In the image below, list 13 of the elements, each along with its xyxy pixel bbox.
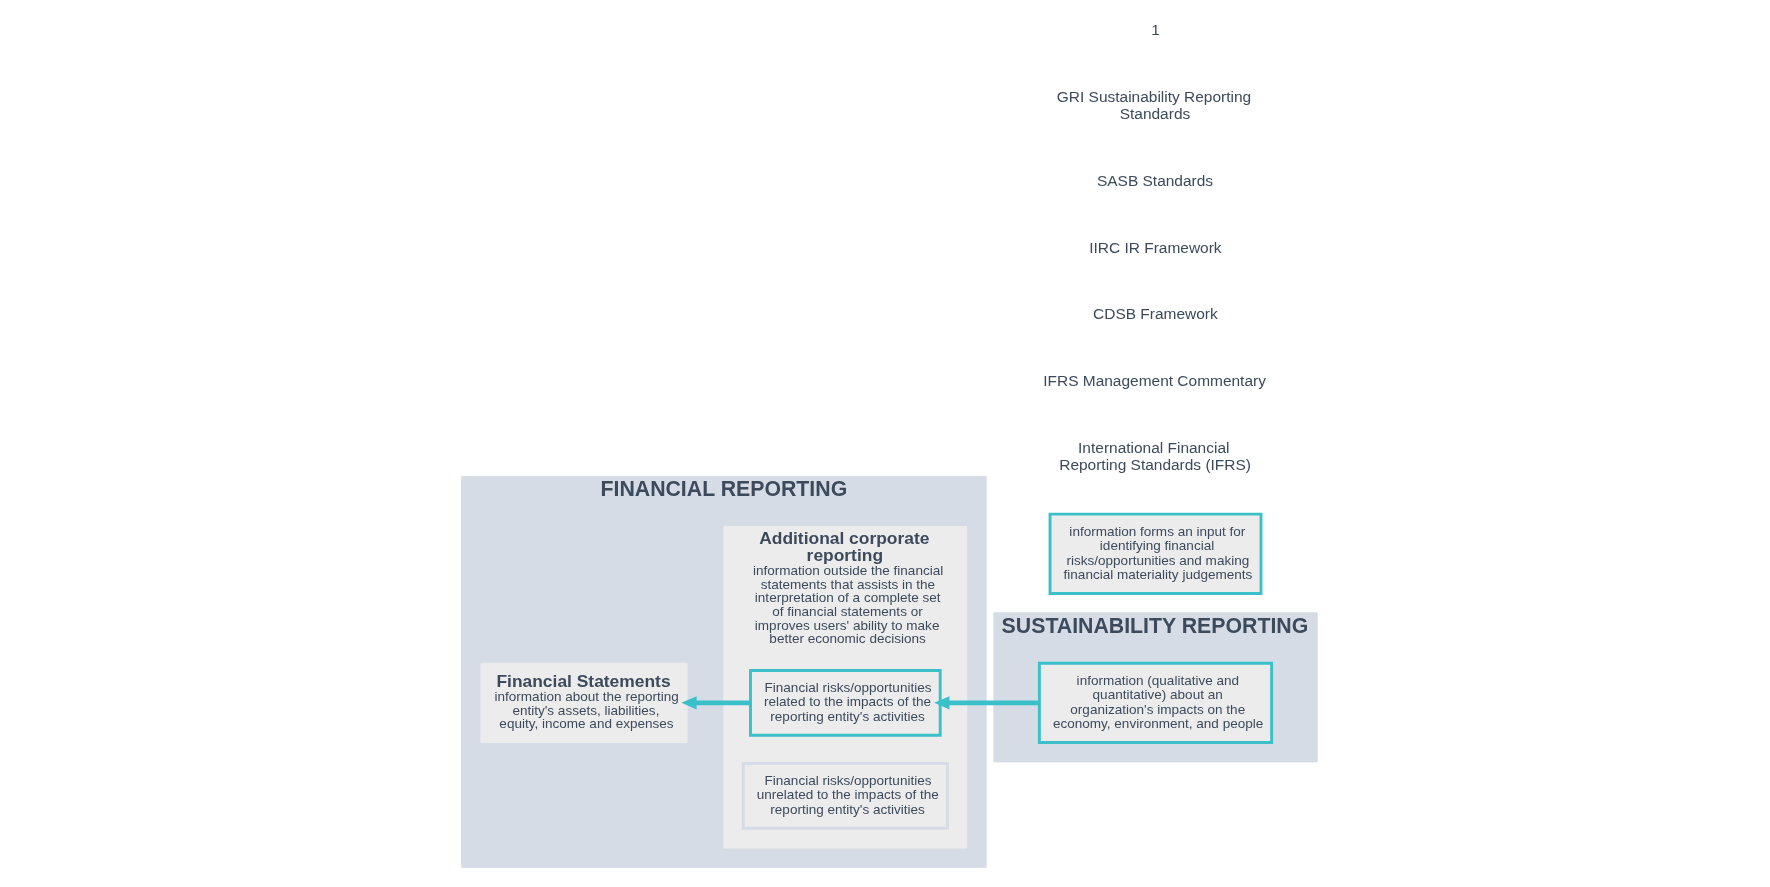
label: GRI Sustainability Reporting Standards	[1056, 87, 1251, 123]
label: 1	[1150, 20, 1160, 38]
node-box: Financial risks/opportunities related to the impacts of the reporting entity's activities	[748, 669, 942, 737]
node-box: information (qualitative and quantitative) about an organization's impacts on the economy, environment, and people	[1037, 661, 1273, 744]
label: IFRS Management Commentary	[1042, 372, 1266, 390]
arrow	[933, 696, 1039, 710]
label: SASB Standards	[1096, 171, 1213, 189]
arrow	[680, 696, 750, 710]
node-box: information forms an input for identifying financial risks/opportunities and making financial materiality judgements	[1048, 512, 1262, 595]
node-box: Financial Statements information about the reporting entity's assets, liabilities, equity, income and expenses	[480, 662, 688, 744]
label: CDSB Framework	[1092, 305, 1218, 323]
label: IIRC IR Framework	[1088, 238, 1222, 256]
label: International Financial Reporting Standards (IFRS)	[1058, 438, 1251, 474]
